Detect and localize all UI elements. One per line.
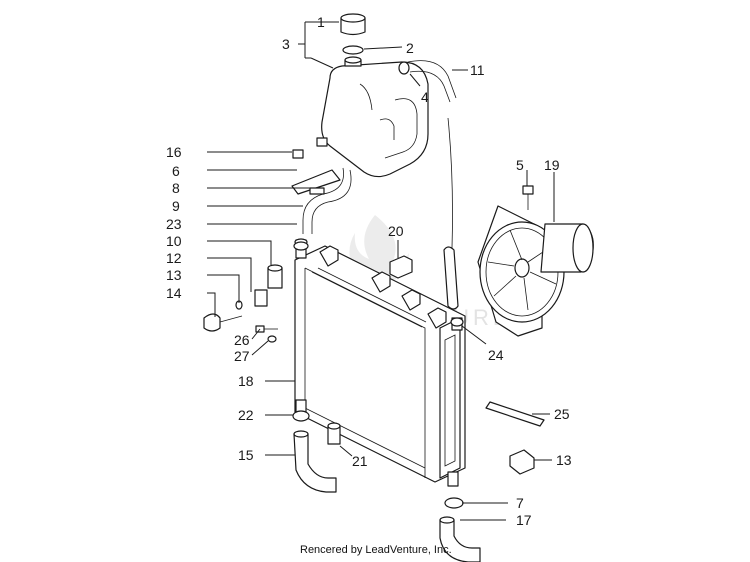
callout-16: 16: [166, 144, 182, 160]
tank-cap-part: [340, 13, 366, 36]
callout-4: 4: [421, 89, 429, 105]
clamp-part: [444, 497, 464, 509]
callout-3: 3: [282, 36, 290, 52]
clamp-part: [293, 241, 309, 251]
tube-part: [443, 246, 459, 310]
callout-13-grommet: 13: [556, 452, 572, 468]
callout-20: 20: [388, 223, 404, 239]
outlet-hose-part: [439, 519, 481, 562]
overflow-hose-part: [407, 60, 457, 103]
callout-5: 5: [516, 157, 524, 173]
radiator-part: [294, 238, 466, 487]
expansion-tank-group: [302, 13, 457, 234]
callout-15: 15: [238, 447, 254, 463]
callout-labels: 1 2 3 4 5 6 7 8 9 10 11 12 13 13 14 15 1…: [166, 14, 572, 528]
callout-22: 22: [238, 407, 254, 423]
grommet-part: [509, 449, 535, 475]
callout-8: 8: [172, 180, 180, 196]
callout-24: 24: [488, 347, 504, 363]
callout-23: 23: [166, 216, 182, 232]
bracket-part: [389, 255, 413, 279]
clamp-part: [450, 317, 464, 327]
lower-hose-part: [293, 433, 337, 493]
callout-14: 14: [166, 285, 182, 301]
credit-text: Rencered by LeadVenture, Inc.: [300, 544, 452, 556]
callout-1: 1: [317, 14, 325, 30]
fan-part: [477, 185, 594, 337]
clamp-part: [292, 410, 310, 422]
expansion-tank-part: [321, 61, 429, 178]
callout-10: 10: [166, 233, 182, 249]
callout-27: 27: [234, 348, 250, 364]
callout-19: 19: [544, 157, 560, 173]
callout-7: 7: [516, 495, 524, 511]
callout-18: 18: [238, 373, 254, 389]
grommet-group: [203, 264, 283, 332]
callout-11: 11: [470, 62, 485, 78]
strip-part: [485, 401, 545, 427]
callout-2: 2: [406, 40, 414, 56]
clamp-part: [398, 61, 410, 75]
gasket-part: [342, 45, 364, 55]
callout-13: 13: [166, 267, 182, 283]
callout-12: 12: [166, 250, 182, 266]
callout-9: 9: [172, 198, 180, 214]
callout-25: 25: [554, 406, 570, 422]
callout-21: 21: [352, 453, 368, 469]
leader-lines: [207, 21, 555, 521]
callout-26: 26: [234, 332, 250, 348]
screw-group: [255, 325, 278, 343]
callout-6: 6: [172, 163, 180, 179]
callout-17: 17: [516, 512, 532, 528]
